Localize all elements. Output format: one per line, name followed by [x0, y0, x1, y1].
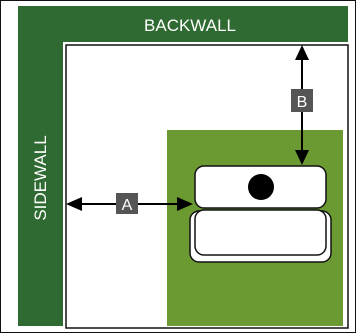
back-wall-label: BACKWALL: [144, 16, 236, 35]
dimension-b-tag: [291, 89, 313, 112]
dimension-a-tag: [116, 193, 138, 214]
appliance-knob: [248, 174, 274, 200]
dimension-b-arrow-top: [295, 45, 309, 60]
dimension-a-label: A: [122, 197, 133, 214]
appliance-unit: [189, 165, 332, 263]
dimension-a-arrow-right: [177, 197, 193, 211]
appliance-front: [194, 209, 327, 256]
dimension-b-label: B: [297, 94, 308, 111]
dimension-a: A: [66, 193, 193, 214]
back-wall: [18, 6, 348, 42]
dimension-a-arrow-left: [66, 197, 82, 211]
dimension-b: B: [291, 45, 313, 165]
dimension-b-arrow-bottom: [295, 150, 309, 165]
side-wall: [18, 6, 63, 326]
side-wall-label: SIDEWALL: [31, 135, 50, 220]
